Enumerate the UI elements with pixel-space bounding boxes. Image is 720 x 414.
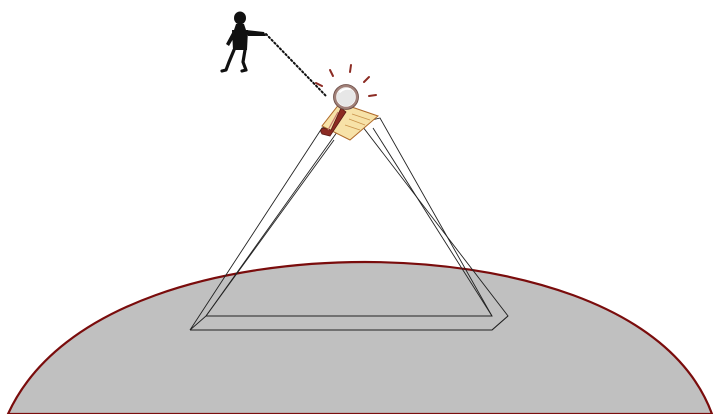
pointing-line bbox=[265, 33, 327, 97]
frame-depth-bottom-right bbox=[491, 315, 509, 331]
frame-inner-right-edge bbox=[372, 127, 493, 317]
magnifier-lens bbox=[336, 87, 356, 107]
triangular-frame bbox=[189, 117, 509, 331]
magnifier-handle bbox=[320, 107, 347, 137]
frame-outer-edge bbox=[189, 117, 509, 331]
note-paper bbox=[321, 102, 379, 141]
frame-inner-left-edge bbox=[205, 139, 335, 317]
ground-disk bbox=[6, 260, 714, 414]
pointing-person-icon bbox=[220, 11, 266, 73]
magnifier-icon bbox=[320, 84, 379, 141]
frame-depth-bottom-left bbox=[189, 315, 207, 331]
frame-inner-edge bbox=[205, 117, 493, 317]
attention-marks bbox=[315, 64, 377, 97]
